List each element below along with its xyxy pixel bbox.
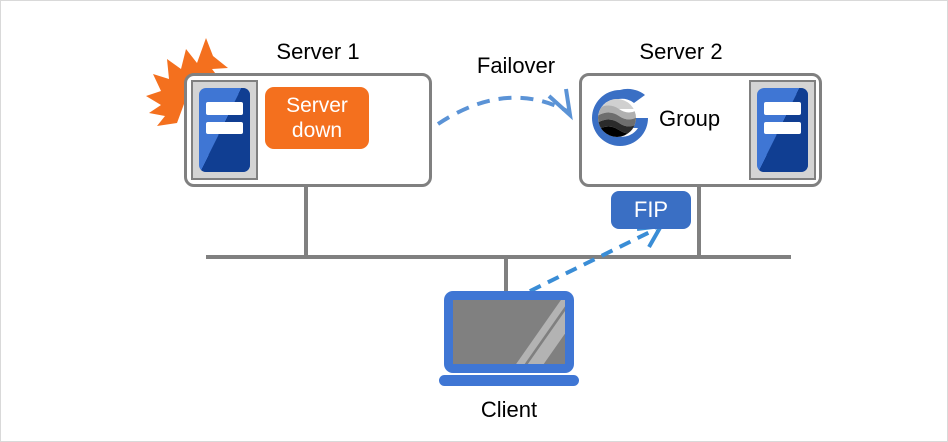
fip-label: FIP: [633, 197, 669, 222]
server-unit-icon: [749, 80, 816, 180]
client-to-fip-arrow: [511, 223, 665, 302]
server-down-badge: Server down: [265, 87, 369, 149]
server1-title: Server 1: [276, 39, 360, 64]
group-label: Group: [659, 106, 721, 131]
server2-title: Server 2: [639, 39, 723, 64]
server-down-line1: Server: [286, 94, 348, 117]
failover-label: Failover: [476, 53, 556, 78]
group-globe-logo: [592, 88, 648, 146]
fip-badge[interactable]: FIP: [611, 191, 691, 229]
client-monitor-icon: [444, 291, 574, 373]
failover-arrow: [436, 88, 573, 126]
server-down-line2: down: [291, 119, 343, 142]
client-label: Client: [480, 397, 538, 422]
client-stand: [439, 375, 579, 386]
server-unit-icon: [191, 80, 258, 180]
